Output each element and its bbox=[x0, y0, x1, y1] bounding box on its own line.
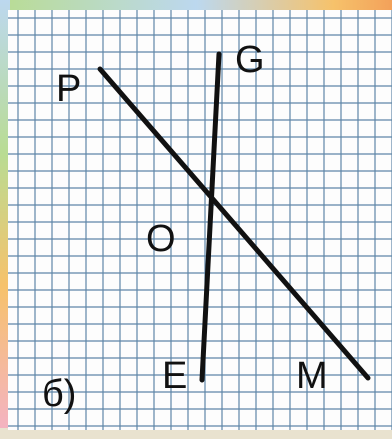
graph-paper bbox=[8, 10, 392, 430]
top-frame-strip bbox=[0, 0, 392, 12]
point-label-e: E bbox=[162, 355, 187, 397]
line-pm bbox=[97, 66, 371, 381]
grid-lines bbox=[8, 10, 392, 430]
left-frame-strip bbox=[0, 0, 10, 439]
point-label-m: M bbox=[296, 355, 328, 397]
line-ge bbox=[199, 51, 222, 383]
point-label-p: P bbox=[56, 68, 81, 110]
point-label-g: G bbox=[235, 39, 265, 81]
panel-label: б) bbox=[42, 373, 76, 415]
bottom-frame-strip bbox=[0, 428, 392, 439]
point-label-o: O bbox=[146, 218, 176, 260]
